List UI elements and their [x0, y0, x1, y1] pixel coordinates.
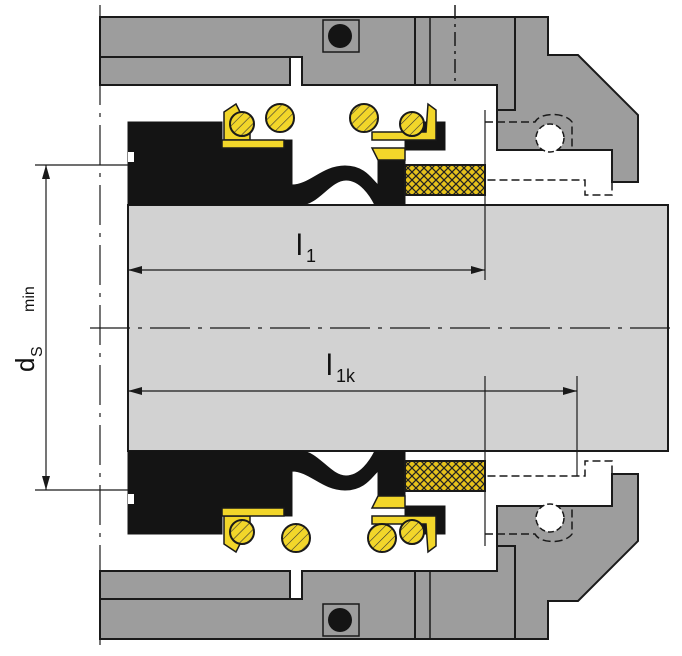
l1-label-main: l	[296, 229, 303, 262]
ds-label-main: d	[10, 358, 40, 372]
spring-coil	[265, 103, 295, 133]
spring-coil	[229, 519, 255, 545]
spring-coil	[399, 111, 425, 137]
seal-face-top	[404, 164, 486, 196]
spring-coil	[349, 103, 379, 133]
o-ring-bottom	[328, 608, 352, 632]
centerlines	[90, 5, 672, 645]
seal-assembly-bottom	[127, 376, 613, 554]
spring-coil	[399, 519, 425, 545]
spring-coil	[229, 111, 255, 137]
l1k-label-sub: 1k	[336, 366, 356, 386]
dimension-l1k: l 1k	[128, 349, 578, 476]
l1k-label-main: l	[326, 349, 333, 382]
ds-label-min: min	[21, 286, 38, 312]
seal-face-bottom	[404, 460, 486, 492]
dimension-ds-min: d S min	[10, 164, 128, 491]
spring-coil	[367, 523, 397, 553]
housing-top	[99, 5, 639, 183]
dimension-l1: l 1	[128, 229, 485, 274]
ds-label-sub: S	[29, 346, 46, 357]
o-ring-top	[328, 24, 352, 48]
seal-assembly-top	[127, 102, 613, 280]
spring-coil	[281, 523, 311, 553]
l1-label-sub: 1	[306, 246, 316, 266]
